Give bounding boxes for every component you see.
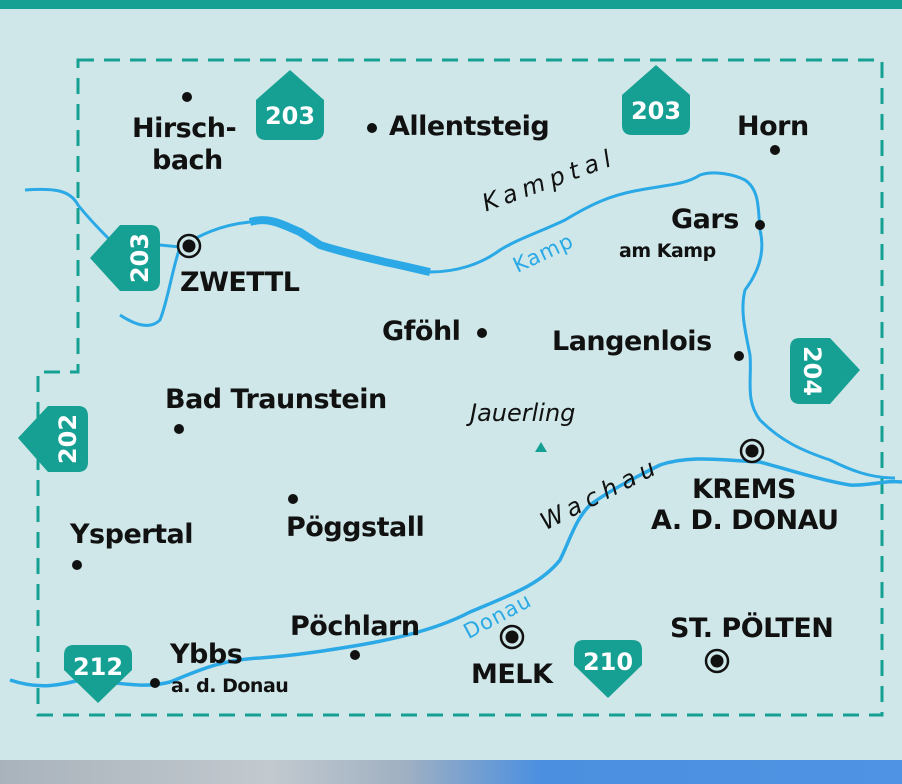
map-sheet-shields (18, 65, 860, 703)
place-gars: Gars (671, 204, 739, 235)
shield-s2 (574, 640, 642, 698)
shield-n1 (256, 70, 324, 140)
shield-label: 203 (630, 97, 682, 125)
shield-label: 203 (126, 232, 154, 284)
town-dot-ybbs (150, 678, 160, 688)
place-bad-traunstein: Bad Traunstein (165, 384, 387, 415)
shield-s1 (64, 645, 132, 703)
place-ybbs-2: a. d. Donau (171, 675, 289, 697)
place-jauerling: Jauerling (470, 399, 576, 427)
town-dot-langenlois (734, 351, 744, 361)
town-dot-hirschbach (182, 92, 192, 102)
place-poechlarn: Pöchlarn (290, 611, 420, 642)
place-st-poelten: ST. PÖLTEN (670, 613, 834, 644)
shield-w1 (90, 225, 160, 291)
place-langenlois: Langenlois (552, 326, 712, 357)
place-yspertal: Yspertal (70, 519, 193, 550)
peak-triangle-icon (535, 442, 547, 452)
place-zwettl: ZWETTL (180, 267, 300, 298)
town-markers (72, 92, 780, 688)
town-dot-poeggstall (288, 494, 298, 504)
place-allentsteig: Allentsteig (389, 111, 550, 142)
place-horn: Horn (737, 111, 809, 142)
shield-label: 204 (798, 345, 826, 397)
shield-n2 (622, 65, 690, 135)
place-gfoehl: Gföhl (382, 316, 461, 347)
town-dot-allentsteig (367, 123, 377, 133)
shield-w2 (18, 406, 88, 472)
place-krems-2: A. D. DONAU (651, 505, 839, 536)
zwettl-tributary (119, 246, 182, 327)
shield-e1 (790, 338, 860, 404)
map-sheet-boundary (36, 58, 884, 717)
place-melk: MELK (471, 659, 553, 690)
town-dot-gfoehl (477, 328, 487, 338)
place-ybbs: Ybbs (170, 639, 243, 670)
place-hirschbach-2: bach (152, 145, 223, 176)
shield-label: 212 (72, 653, 124, 681)
shield-label: 203 (264, 102, 316, 130)
town-dot-bad-traunstein (174, 424, 184, 434)
district-capital-markers (176, 233, 765, 674)
shield-label: 210 (582, 648, 634, 676)
place-hirschbach: Hirsch- (132, 113, 237, 144)
town-dot-horn (770, 145, 780, 155)
kamp-reservoir (248, 216, 431, 276)
town-dot-poechlarn (350, 650, 360, 660)
place-gars-2: am Kamp (619, 240, 716, 262)
donau-river (9, 457, 902, 688)
shield-label: 202 (54, 413, 82, 465)
bottom-photo-strip (0, 760, 902, 784)
town-dot-yspertal (72, 560, 82, 570)
town-dot-gars (755, 220, 765, 230)
top-band (0, 0, 902, 9)
place-poeggstall: Pöggstall (286, 512, 425, 543)
place-krems: KREMS (692, 474, 796, 505)
